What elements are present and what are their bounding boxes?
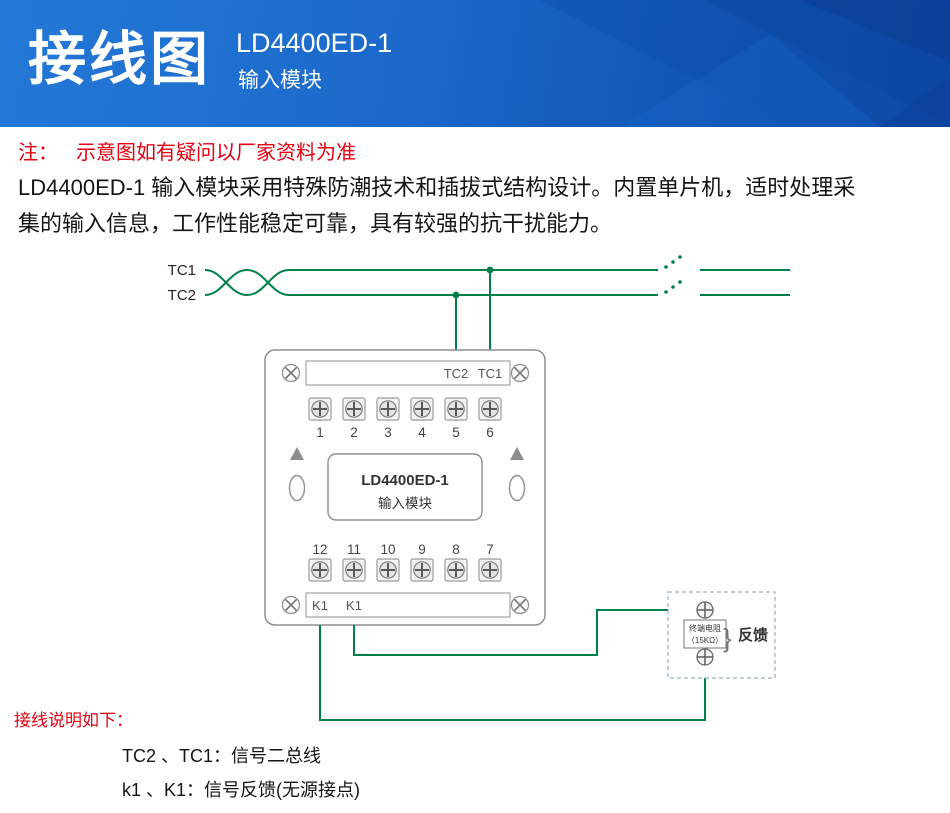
bus-wires — [204, 268, 790, 351]
bus-wire-tc2 — [204, 268, 658, 296]
module-type-label: 输入模块 — [378, 496, 432, 511]
feedback-terminal-icon-bottom — [696, 648, 714, 666]
terminal-screw-6 — [478, 397, 502, 421]
bus-label-tc2: TC2 — [168, 287, 196, 304]
terminal-number: 9 — [418, 542, 426, 557]
header-subtitle: 输入模块 — [238, 69, 322, 92]
legend-line: k1 、K1：信号反馈(无源接点) — [122, 780, 361, 800]
banner-facet — [800, 0, 950, 62]
strip-label-tc1: TC1 — [478, 366, 503, 381]
strip-label-k1-b: K1 — [346, 598, 362, 613]
bus-break-dots — [664, 255, 682, 294]
terminal-screw-2 — [342, 397, 366, 421]
terminating-resistor — [683, 619, 727, 649]
module-model-label: LD4400ED-1 — [361, 472, 449, 489]
note-label: 注： — [18, 142, 58, 164]
mount-slot-right — [508, 474, 526, 502]
note-line: 注： 示意图如有疑问以厂家资料为准 — [18, 136, 356, 165]
module-nameplate — [327, 453, 483, 521]
terminal-number: 8 — [452, 542, 460, 557]
terminal-number: 11 — [347, 542, 361, 557]
legend-line: TC2 、TC1：信号二总线 — [122, 746, 322, 766]
align-arrow-left — [290, 447, 304, 460]
terminal-screw-10 — [376, 558, 400, 582]
terminal-number: 10 — [380, 542, 395, 557]
terminal-screw-7 — [478, 558, 502, 582]
feedback-wire-lower — [319, 625, 706, 721]
terminal-number: 2 — [350, 425, 358, 440]
feedback-label: 反馈 — [738, 626, 768, 644]
terminal-number: 5 — [452, 425, 460, 440]
terminal-number: 1 — [316, 425, 324, 440]
strip-label-k1-a: K1 — [312, 598, 328, 613]
module-bottom-strip — [305, 592, 511, 618]
feedback-brace: } — [723, 623, 732, 653]
feedback-wires — [319, 609, 706, 721]
header-model: LD4400ED-1 — [236, 28, 393, 58]
wiring-diagram: TC1 TC2 TC2 TC1 1 2 3 4 — [168, 255, 790, 721]
feedback-box: 终端电阻 （15KΩ） } 反馈 — [667, 591, 776, 679]
legend-heading: 接线说明如下： — [14, 711, 133, 730]
module-top-strip — [305, 360, 511, 386]
banner-facet — [540, 0, 950, 127]
terminal-screw-8 — [444, 558, 468, 582]
feedback-terminal-icon-top — [696, 601, 714, 619]
terminal-number: 12 — [312, 542, 327, 557]
banner-facet — [880, 76, 950, 127]
terminal-number: 4 — [418, 425, 426, 440]
corner-screw-icon — [281, 595, 301, 615]
description-paragraph: LD4400ED-1 输入模块采用特殊防潮技术和插拔式结构设计。内置单片机，适时… — [18, 175, 856, 236]
header-banner: 接线图 LD4400ED-1 输入模块 — [0, 0, 950, 127]
terminal-number: 7 — [486, 542, 494, 557]
mount-slot-left — [288, 474, 306, 502]
banner-facet — [620, 34, 880, 127]
banner-facets — [540, 0, 950, 127]
align-arrow-right — [510, 447, 524, 460]
terminal-screw-4 — [410, 397, 434, 421]
terminal-screw-1 — [308, 397, 332, 421]
resistor-name-label: 终端电阻 — [689, 623, 721, 633]
bus-label-tc1: TC1 — [168, 262, 196, 279]
terminal-screw-11 — [342, 558, 366, 582]
bus-wire-tc1 — [204, 269, 658, 297]
page-title: 接线图 — [28, 27, 212, 92]
terminal-screw-9 — [410, 558, 434, 582]
corner-screw-icon — [281, 363, 301, 383]
junction-dots — [452, 266, 494, 299]
strip-label-tc2: TC2 — [444, 366, 469, 381]
terminal-screw-3 — [376, 397, 400, 421]
corner-screw-icon — [510, 595, 530, 615]
resistor-value-label: （15KΩ） — [687, 636, 723, 645]
terminal-screw-12 — [308, 558, 332, 582]
corner-screw-icon — [510, 363, 530, 383]
input-module: TC2 TC1 1 2 3 4 5 6 LD4400ED-1 输入模块 12 1… — [264, 349, 546, 626]
terminal-number: 3 — [384, 425, 392, 440]
feedback-wire-upper — [353, 609, 697, 656]
note-text: 示意图如有疑问以厂家资料为准 — [76, 142, 356, 164]
terminal-number: 6 — [486, 425, 494, 440]
terminal-screw-5 — [444, 397, 468, 421]
